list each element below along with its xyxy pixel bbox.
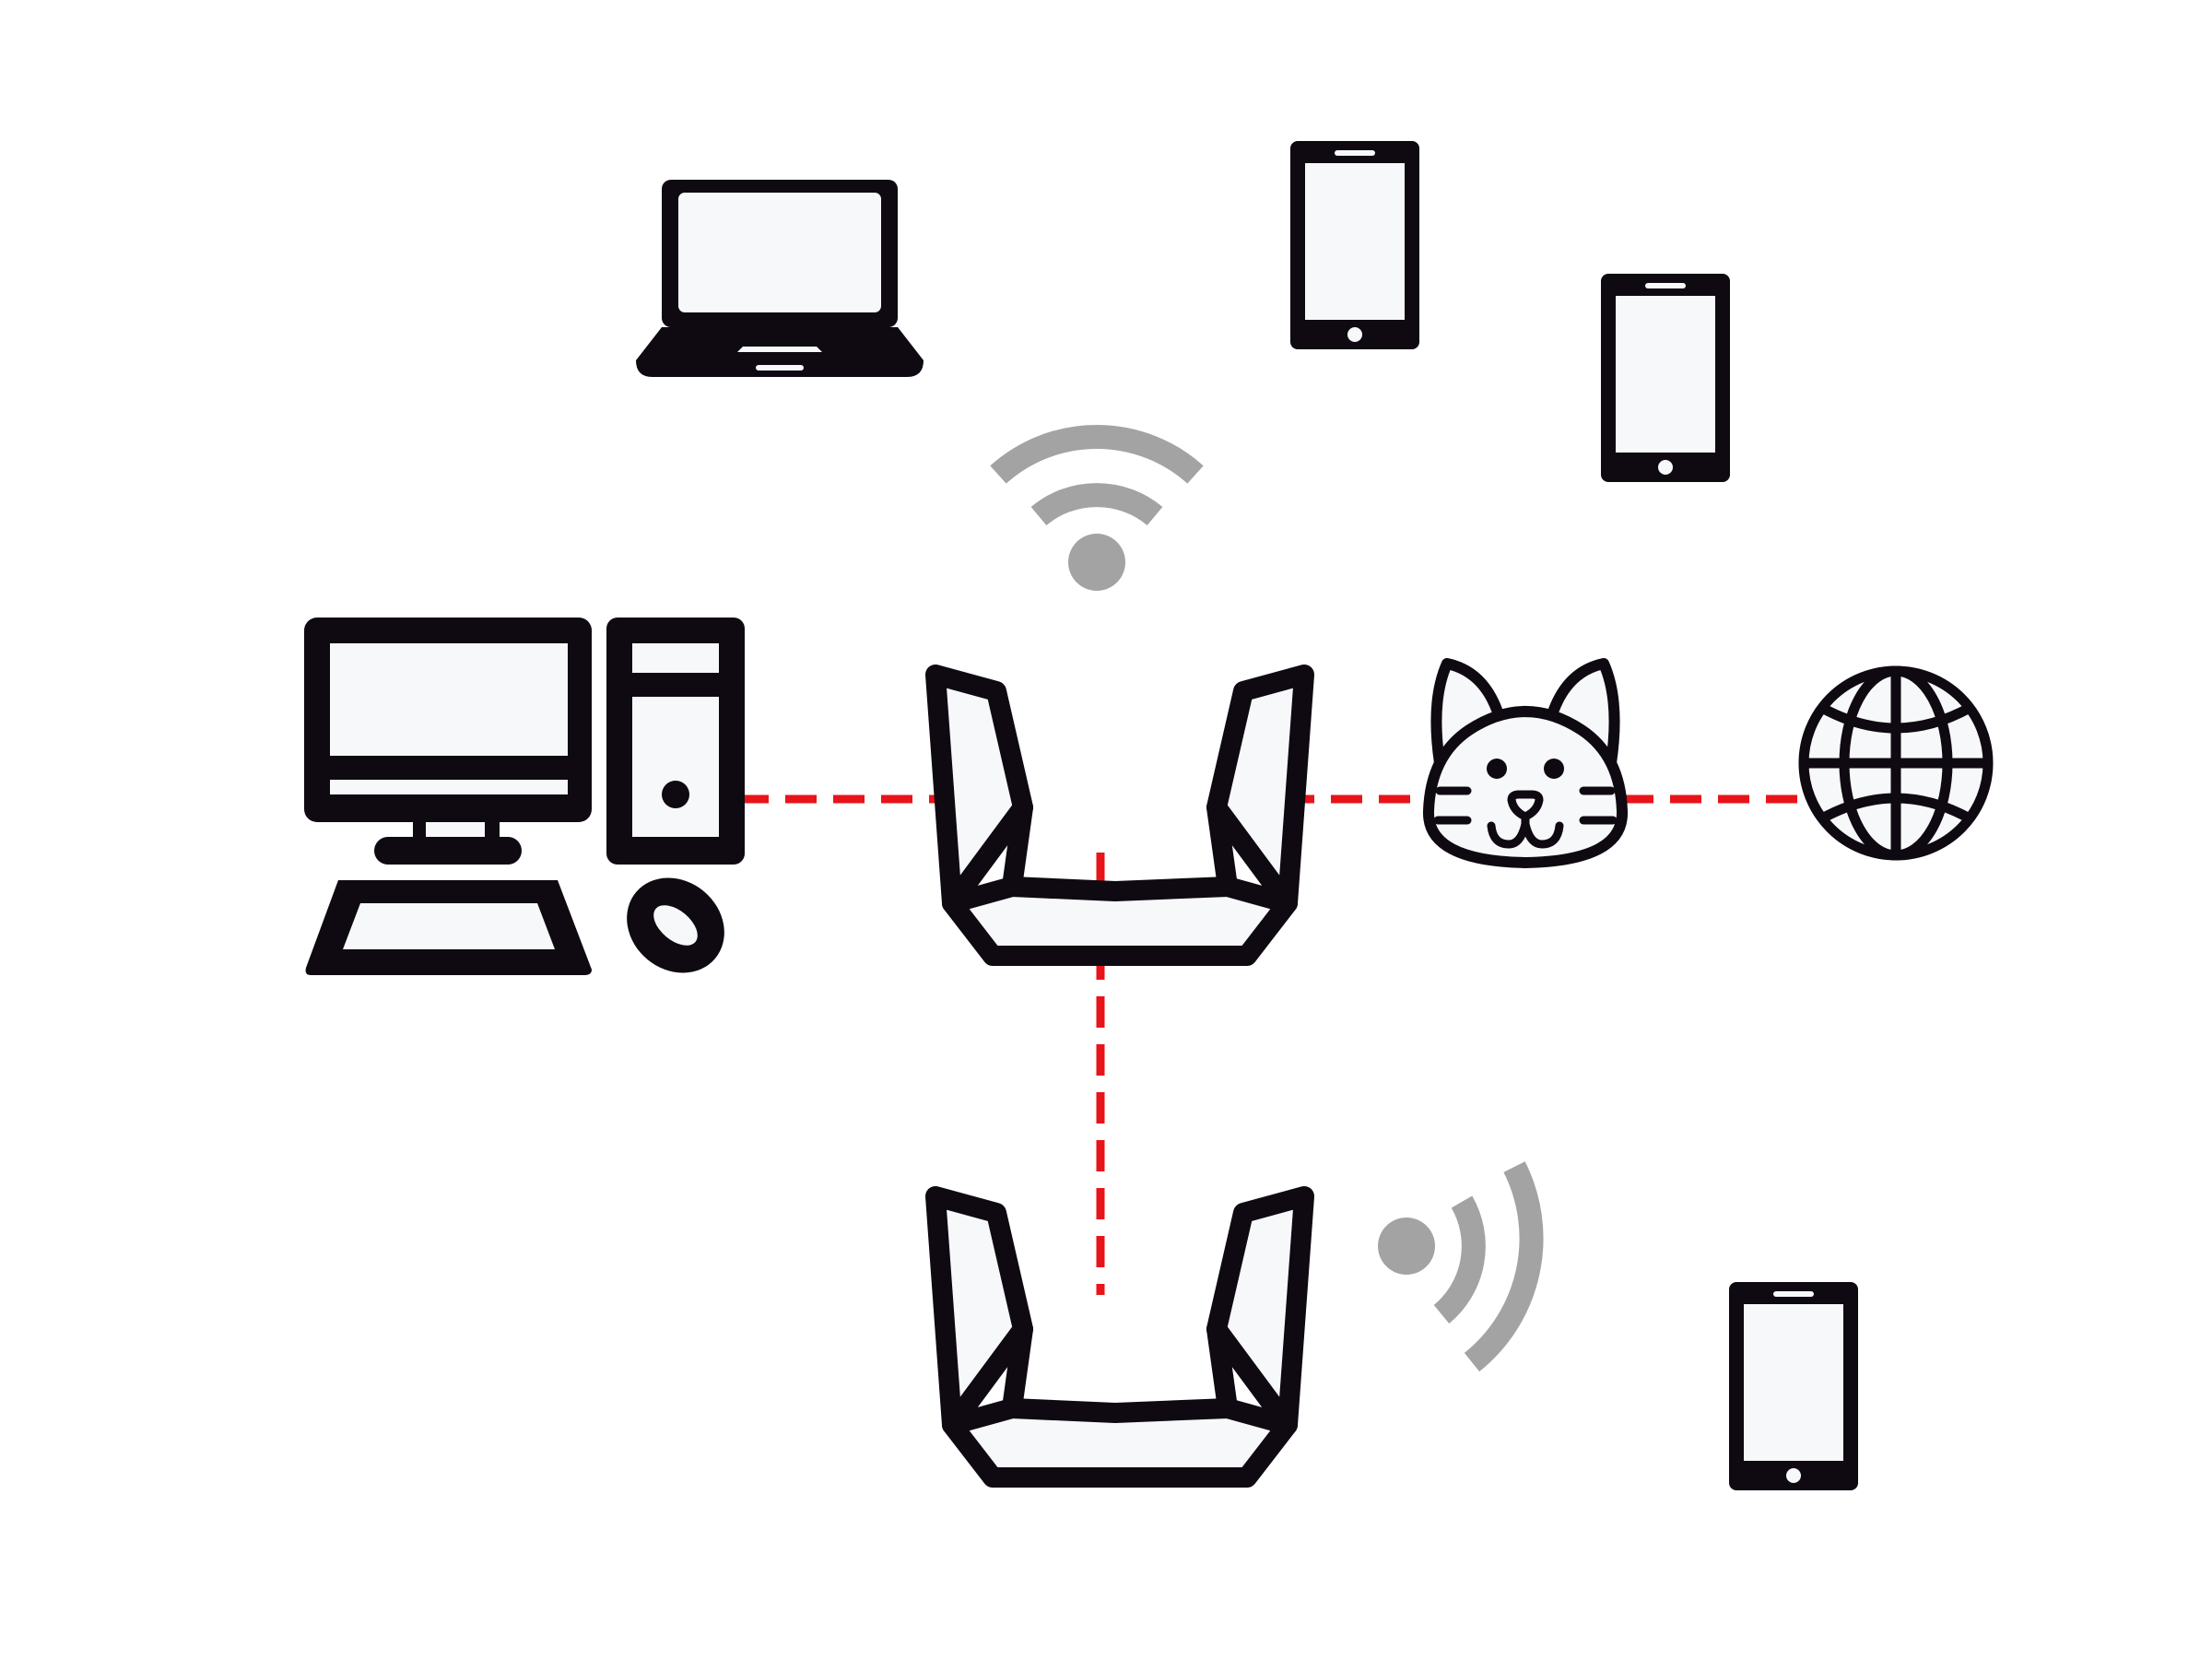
wifi-signal-icon [990, 425, 1204, 591]
router-icon [935, 1196, 1304, 1477]
wifi-signal-icon [1378, 1161, 1544, 1372]
desktop-computer-icon [304, 618, 745, 975]
smartphone-icon [1290, 141, 1419, 349]
smartphone-icon [1601, 274, 1730, 482]
globe-icon [1798, 665, 1994, 861]
smartphone-icon [1729, 1282, 1858, 1490]
cat-icon [1423, 658, 1628, 868]
router-icon [935, 675, 1304, 956]
laptop-icon [636, 180, 924, 377]
